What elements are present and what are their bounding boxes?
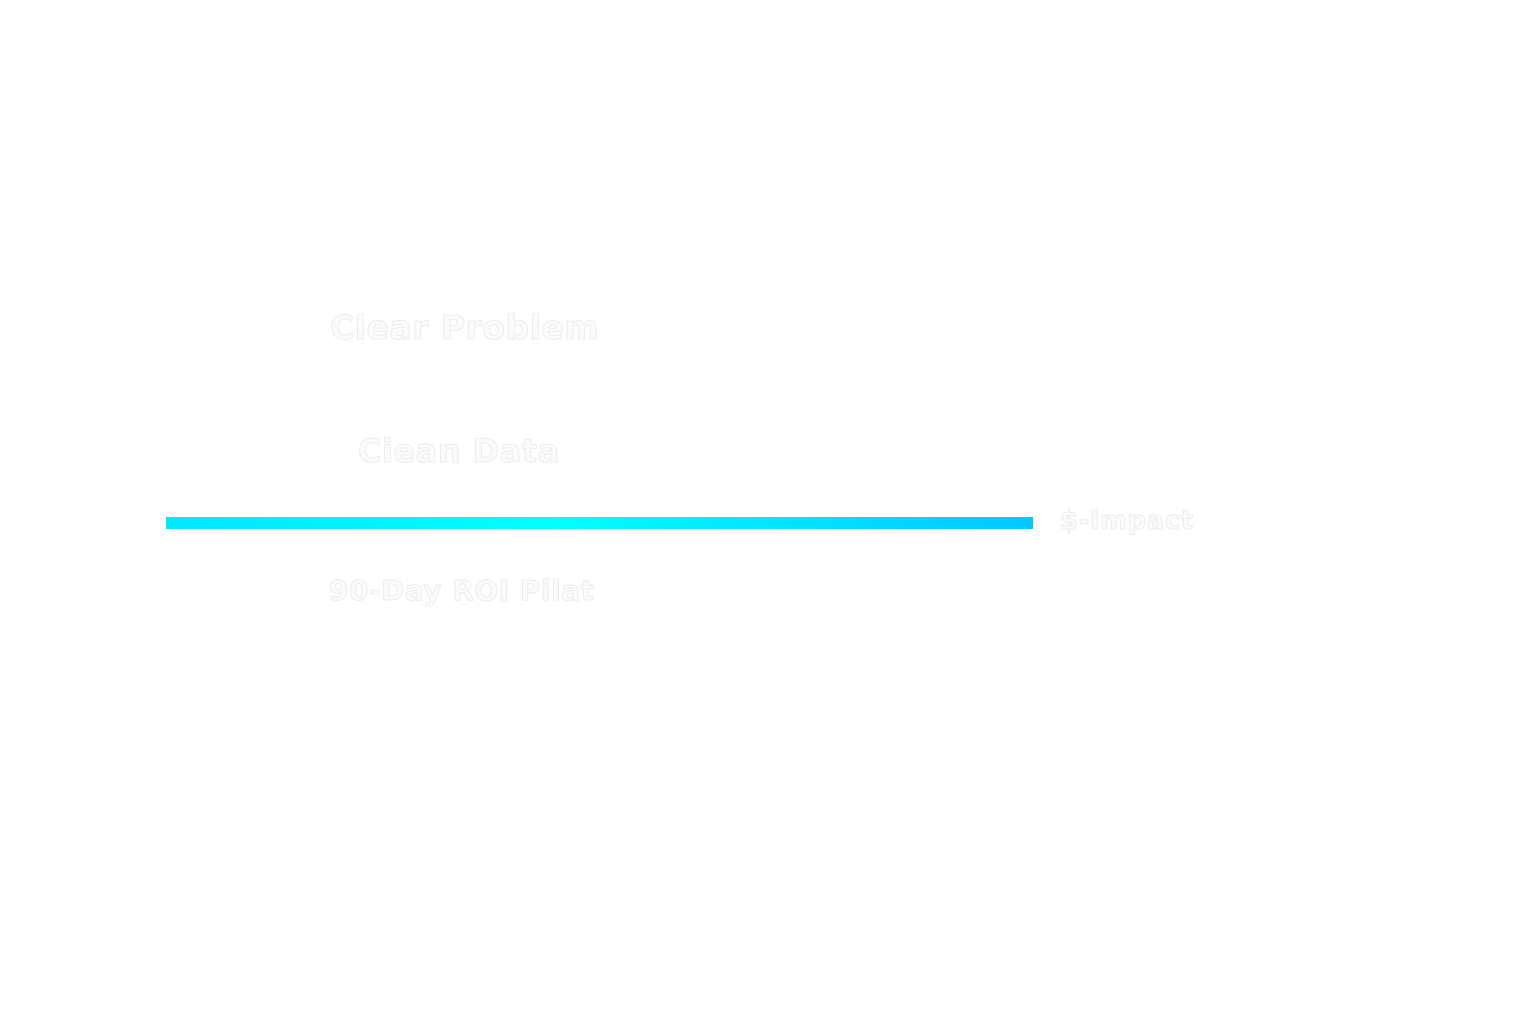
progress-line (166, 517, 1033, 529)
clear-problem-label: Clear Problem (329, 308, 600, 348)
impact-label: $-Impact (1060, 506, 1194, 537)
roi-pilot-label: 90-Day ROI Pilat (328, 574, 595, 608)
clean-data-label: Ciean Data (358, 432, 560, 471)
